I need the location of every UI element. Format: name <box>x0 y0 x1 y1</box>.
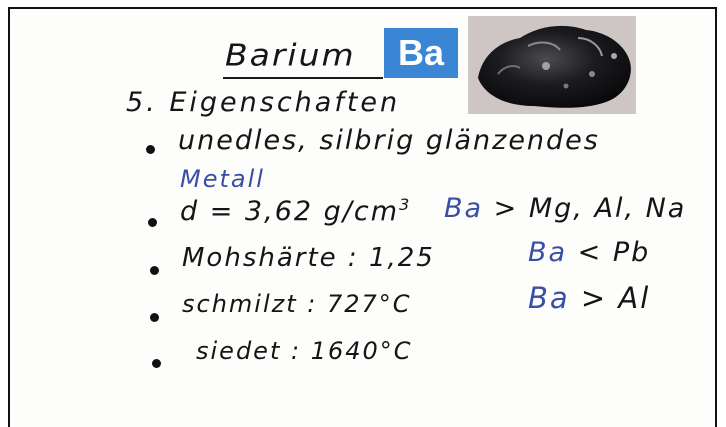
element-symbol-badge: Ba <box>384 28 458 78</box>
barium-sample-image <box>468 16 636 114</box>
property-3-text: Mohshärte : 1,25 <box>182 243 435 273</box>
property-4-comparison-rest: > Al <box>580 281 651 315</box>
property-2-comparison-symbol: Ba <box>444 193 484 224</box>
density-value: d = 3,62 g/cm <box>180 196 400 227</box>
property-2-comparison-rest: > Mg, Al, Na <box>493 193 687 224</box>
bullet-4 <box>150 313 159 322</box>
title-underline <box>223 77 383 79</box>
property-4-comparison-symbol: Ba <box>528 281 570 315</box>
density-exponent: 3 <box>399 195 412 214</box>
bullet-5 <box>152 359 161 368</box>
bullet-1 <box>146 145 155 154</box>
bullet-2 <box>148 218 157 227</box>
property-1-continuation: Metall <box>180 165 265 193</box>
property-4-text: schmilzt : 727°C <box>182 290 412 318</box>
property-3-comparison-symbol: Ba <box>528 237 568 268</box>
property-2-text: d = 3,62 g/cm3 <box>180 195 411 227</box>
section-heading: 5. Eigenschaften <box>126 87 401 118</box>
property-4-comparison: Ba > Al <box>528 281 650 315</box>
property-1-text: unedles, silbrig glänzendes <box>178 125 600 156</box>
slide-card: Barium Ba 5. Eigenschaften unedles, s <box>8 7 717 427</box>
property-5-text: siedet : 1640°C <box>196 337 413 365</box>
element-title: Barium <box>225 37 356 73</box>
property-3-comparison: Ba < Pb <box>528 237 650 268</box>
bullet-3 <box>150 266 159 275</box>
property-2-comparison: Ba > Mg, Al, Na <box>444 193 686 224</box>
property-3-comparison-rest: < Pb <box>577 237 651 268</box>
